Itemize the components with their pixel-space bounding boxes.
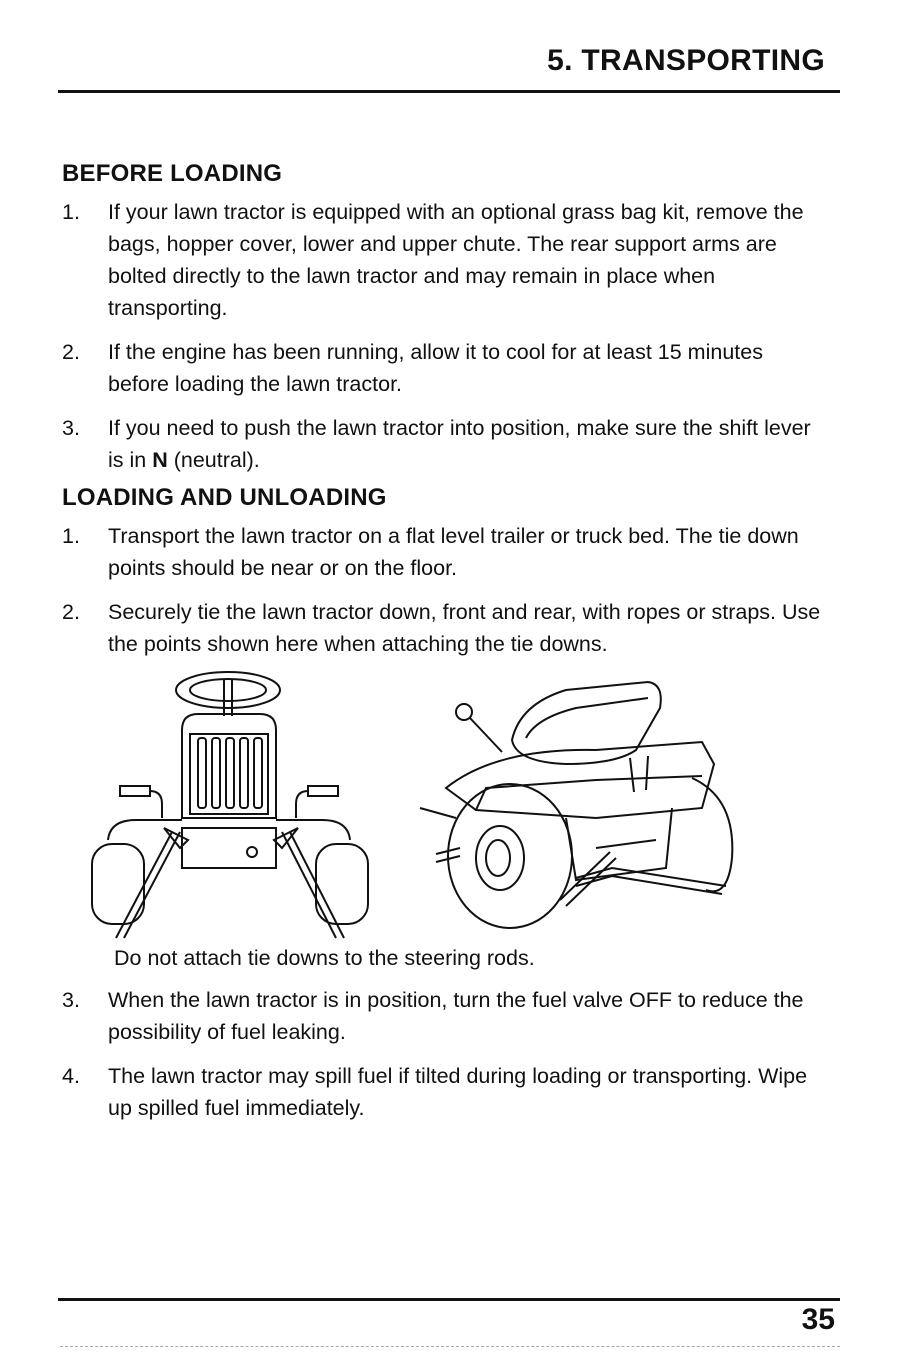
loading-list: 1. Transport the lawn tractor on a flat …: [62, 520, 822, 672]
section-heading-loading-unloading: LOADING AND UNLOADING: [62, 484, 387, 511]
list-item: 4. The lawn tractor may spill fuel if ti…: [62, 1060, 822, 1124]
bottom-edge-line: [60, 1346, 840, 1347]
page-title: 5. TRANSPORTING: [547, 44, 825, 77]
list-item: 3. When the lawn tractor is in position,…: [62, 984, 822, 1048]
neutral-symbol: N: [152, 448, 168, 472]
item-number: 3.: [62, 988, 80, 1012]
list-item: 1. If your lawn tractor is equipped with…: [62, 196, 822, 324]
page-number: 35: [801, 1303, 835, 1336]
item-text: When the lawn tractor is in position, tu…: [108, 988, 804, 1044]
item-text: Securely tie the lawn tractor down, fron…: [108, 600, 821, 656]
list-item: 1. Transport the lawn tractor on a flat …: [62, 520, 822, 584]
item-number: 4.: [62, 1064, 80, 1088]
item-text: If you need to push the lawn tractor int…: [108, 416, 811, 472]
list-item: 3. If you need to push the lawn tractor …: [62, 412, 822, 476]
item-number: 2.: [62, 600, 80, 624]
item-number: 1.: [62, 524, 80, 548]
item-number: 3.: [62, 416, 80, 440]
item-text: If your lawn tractor is equipped with an…: [108, 200, 804, 320]
list-item: 2. Securely tie the lawn tractor down, f…: [62, 596, 822, 660]
before-loading-list: 1. If your lawn tractor is equipped with…: [62, 196, 822, 488]
footer-rule: [58, 1298, 840, 1301]
section-heading-before-loading: BEFORE LOADING: [62, 160, 283, 187]
illustration-caption: Do not attach tie downs to the steering …: [114, 946, 535, 970]
item-text: If the engine has been running, allow it…: [108, 340, 763, 396]
item-text-end: (neutral).: [167, 448, 260, 472]
header-rule: [58, 90, 840, 93]
list-item: 2. If the engine has been running, allow…: [62, 336, 822, 400]
tractor-rear-view-illustration: [419, 680, 734, 929]
tractor-front-view-illustration: [91, 671, 369, 939]
item-number: 2.: [62, 340, 80, 364]
item-number: 1.: [62, 200, 80, 224]
item-text: Transport the lawn tractor on a flat lev…: [108, 524, 799, 580]
loading-list-continued: 3. When the lawn tractor is in position,…: [62, 984, 822, 1136]
item-text: The lawn tractor may spill fuel if tilte…: [108, 1064, 808, 1120]
